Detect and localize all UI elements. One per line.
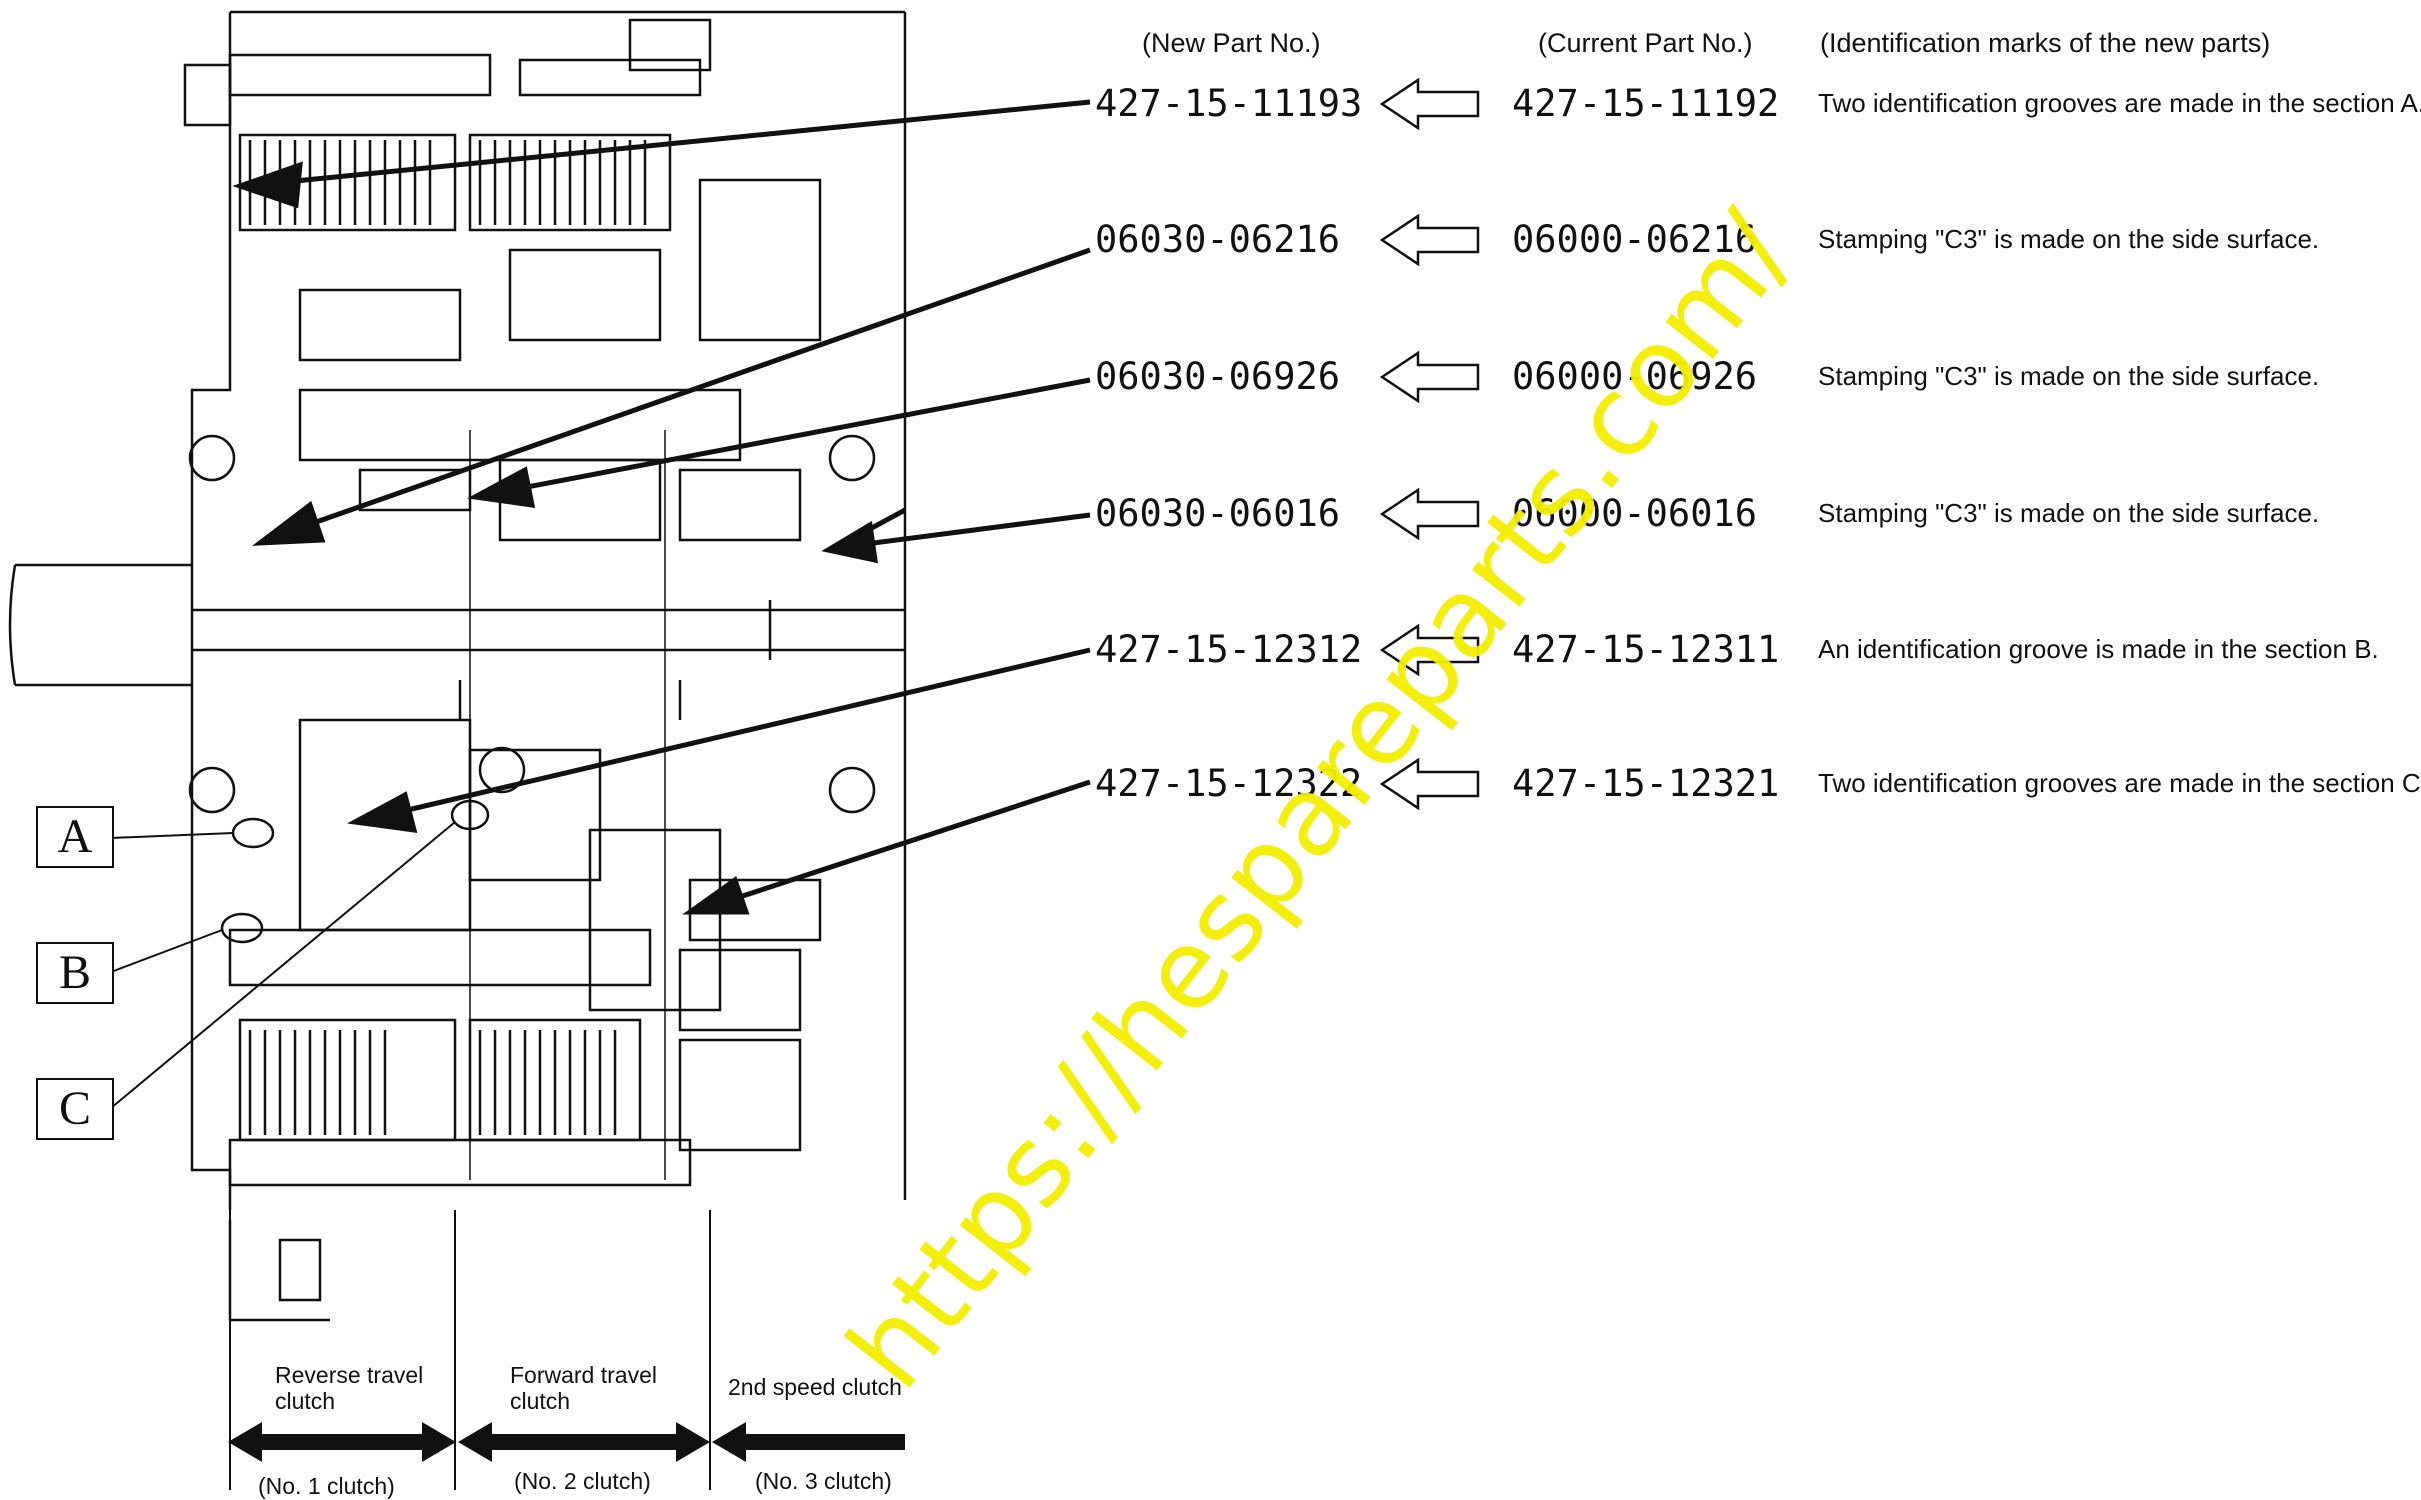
part-row: 06030-06016 06000-06016 Stamping "C3" is… [0, 487, 2421, 552]
section-label-b: B [36, 942, 114, 1004]
current-part-number: 427-15-12321 [1512, 762, 1780, 805]
section-label-a: A [36, 806, 114, 868]
part-row: 06030-06926 06000-06926 Stamping "C3" is… [0, 350, 2421, 415]
hollow-arrow-left-icon [1380, 350, 1480, 404]
new-part-number: 427-15-12322 [1095, 762, 1363, 805]
identification-mark: Stamping "C3" is made on the side surfac… [1818, 361, 2320, 391]
current-part-number: 06000-06216 [1512, 218, 1758, 261]
hollow-arrow-left-icon [1380, 487, 1480, 541]
new-part-number: 427-15-12312 [1095, 628, 1363, 671]
header-current-part-no: (Current Part No.) [1538, 28, 1753, 58]
current-part-number: 427-15-11192 [1512, 82, 1780, 125]
part-row: 427-15-11193 427-15-11192 Two identifica… [0, 77, 2421, 142]
new-part-number: 06030-06926 [1095, 355, 1341, 398]
identification-mark: Two identification grooves are made in t… [1818, 768, 2421, 798]
identification-mark: Stamping "C3" is made on the side surfac… [1818, 224, 2320, 254]
clutch-number-3: (No. 3 clutch) [755, 1468, 892, 1494]
identification-mark: Two identification grooves are made in t… [1818, 88, 2421, 118]
hollow-arrow-left-icon [1380, 213, 1480, 267]
clutch-name-reverse: Reverse travel clutch [275, 1362, 424, 1414]
identification-mark: An identification groove is made in the … [1818, 634, 2379, 664]
hollow-arrow-left-icon [1380, 623, 1480, 677]
hollow-arrow-left-icon [1380, 757, 1480, 811]
new-part-number: 06030-06216 [1095, 218, 1341, 261]
clutch-number-2: (No. 2 clutch) [514, 1468, 651, 1494]
current-part-number: 06000-06926 [1512, 355, 1758, 398]
header-identification-marks: (Identification marks of the new parts) [1820, 28, 2271, 58]
clutch-number-1: (No. 1 clutch) [258, 1473, 395, 1499]
clutch-name-2nd-speed: 2nd speed clutch [728, 1374, 902, 1400]
part-row: 427-15-12322 427-15-12321 Two identifica… [0, 757, 2421, 822]
current-part-number: 427-15-12311 [1512, 628, 1780, 671]
hollow-arrow-left-icon [1380, 77, 1480, 131]
current-part-number: 06000-06016 [1512, 492, 1758, 535]
clutch-name-forward: Forward travel clutch [510, 1362, 657, 1414]
header-new-part-no: (New Part No.) [1142, 28, 1321, 58]
identification-mark: Stamping "C3" is made on the side surfac… [1818, 498, 2320, 528]
part-row: 06030-06216 06000-06216 Stamping "C3" is… [0, 213, 2421, 278]
part-row: 427-15-12312 427-15-12311 An identificat… [0, 623, 2421, 688]
new-part-number: 427-15-11193 [1095, 82, 1363, 125]
section-label-c: C [36, 1078, 114, 1140]
new-part-number: 06030-06016 [1095, 492, 1341, 535]
